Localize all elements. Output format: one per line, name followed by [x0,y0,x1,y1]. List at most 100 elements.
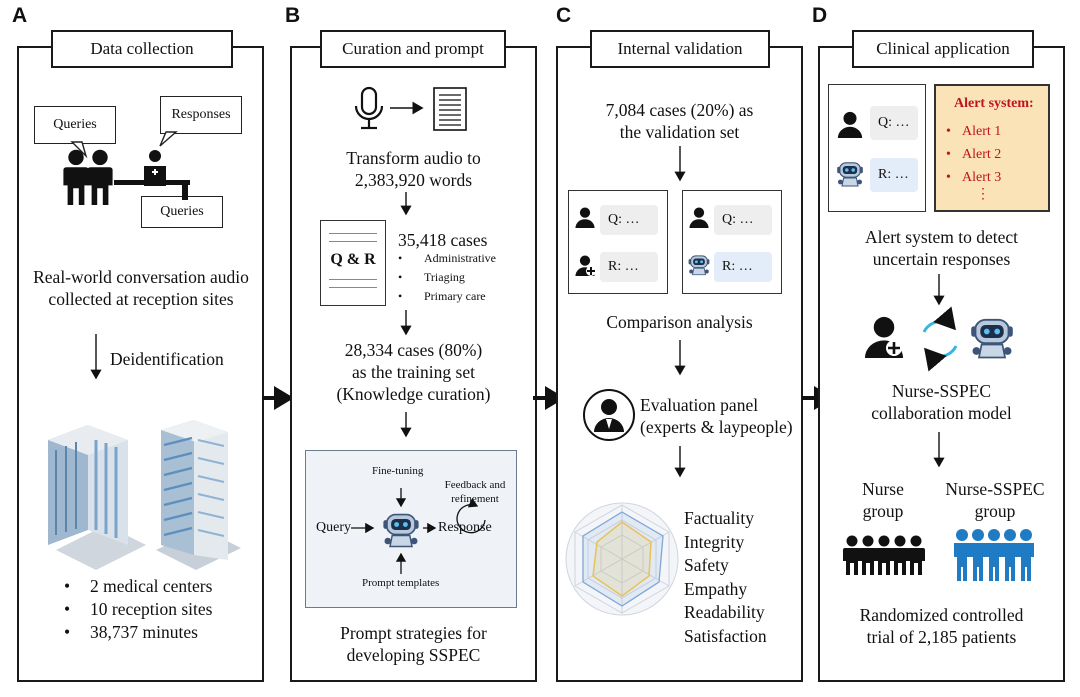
arrow-deidentification [90,334,102,380]
alert-item-2: Alert 2 [942,143,1001,166]
arrow-c1 [674,146,686,182]
case-type-triaging: Triaging [394,268,496,287]
audio-to-text-icon [354,86,467,131]
sspec-robot-icon [836,162,864,187]
sspec-group-people-icon [954,529,1034,581]
metric-integrity: Integrity [684,531,745,552]
group-nurse-2: group [862,501,904,521]
panel-label-d: D [812,4,828,27]
arrow-b1 [400,192,412,216]
clinical-response: R: … [870,158,918,192]
stat-medical-centers: 2 medical centers [60,575,212,598]
evaluation-panel-icon [583,389,635,441]
chat-card-sspec-question: Q: … [714,205,772,235]
medical-center-buildings-icon [48,420,241,570]
group-sspec-2: group [974,501,1016,521]
panel-label-a: A [12,4,28,27]
metrics-list: Factuality Integrity Safety Empathy Read… [684,507,767,648]
user-avatar-icon [689,207,709,228]
rct-line-2: trial of 2,185 patients [866,627,1017,647]
alert-list: Alert 1 Alert 2 Alert 3 [942,120,1001,189]
training-set-3: (Knowledge curation) [336,384,491,404]
caption-conversation-audio-2: collected at reception sites [48,289,234,309]
cases-total: 35,418 cases [398,230,488,250]
bubble-queries-1: Queries [34,106,116,144]
stat-reception-sites: 10 reception sites [60,598,212,621]
alert-system-box: Alert system: Alert 1 Alert 2 Alert 3 ⋮ [934,84,1050,212]
alert-system-title: Alert system: [954,96,1034,111]
evaluation-panel-1: Evaluation panel [640,395,759,415]
bubble-tail-2 [159,131,178,147]
group-sspec-1: Nurse-SSPEC [945,479,1045,499]
metric-safety: Safety [684,555,729,575]
case-type-list: Administrative Triaging Primary care [394,249,496,306]
qa-document-icon: Q & R [320,220,386,306]
patient-avatar-icon [837,111,863,138]
stats-list: 2 medical centers 10 reception sites 38,… [60,575,212,644]
panel-title-clinical-application: Clinical application [852,30,1034,68]
step-deidentification: Deidentification [110,349,224,369]
alert-detect-1: Alert system to detect [864,227,1019,247]
comparison-analysis: Comparison analysis [606,312,753,332]
metric-empathy: Empathy [684,578,748,599]
training-set-1: 28,334 cases (80%) [344,340,483,360]
transform-audio-2: 2,383,920 words [354,170,473,190]
caption-prompt-1: Prompt strategies for [340,623,487,643]
panel-title-data-collection: Data collection [51,30,233,68]
prompt-strategy-box [305,450,517,608]
evaluation-panel-2: (experts & laypeople) [640,417,793,437]
panel-label-c: C [556,4,572,27]
arrow-c3 [674,446,686,478]
radar-chart-icon [565,502,679,616]
stat-minutes: 38,737 minutes [60,621,212,644]
metric-factuality: Factuality [684,508,754,528]
chat-card-nurse-question: Q: … [600,205,658,235]
chat-card-clinical [828,84,926,212]
arrow-a-to-b [262,386,294,410]
arrow-c2 [674,340,686,376]
metric-satisfaction: Satisfaction [684,625,767,646]
panel-label-b: B [285,4,301,27]
alert-item-1: Alert 1 [942,120,1001,143]
bubble-queries-2: Queries [141,196,223,228]
collaboration-model-1: Nurse-SSPEC [891,381,992,401]
transform-audio-1: Transform audio to [346,148,481,168]
alert-detect-2: uncertain responses [872,249,1011,269]
arrow-b2 [400,310,412,336]
clinical-question: Q: … [870,106,918,140]
rct-line-1: Randomized controlled [859,605,1024,625]
caption-conversation-audio-1: Real-world conversation audio [33,267,249,287]
case-type-primary-care: Primary care [394,287,496,306]
alert-more: ⋮ [976,187,990,202]
panel-title-internal-validation: Internal validation [590,30,770,68]
prompt-flow-diagram [351,488,486,574]
label-query: Query [316,520,351,535]
nurse-avatar-icon [575,207,595,228]
label-prompt-templates: Prompt templates [362,577,440,589]
arrow-d1 [933,274,945,306]
validation-set-2: the validation set [619,122,740,142]
qa-document-label: Q & R [330,251,376,268]
nurse-responder-icon [575,255,596,276]
robot-avatar-icon [688,255,710,276]
validation-set-1: 7,084 cases (20%) as [605,100,754,120]
bubble-tail-1 [70,141,88,159]
arrow-b3 [400,412,412,438]
chat-card-sspec-response: R: … [714,252,772,282]
case-type-administrative: Administrative [394,249,496,268]
arrow-d2 [933,432,945,468]
alert-item-3: Alert 3 [942,166,1001,189]
caption-prompt-2: developing SSPEC [346,645,481,665]
chat-card-nurse-response: R: … [600,252,658,282]
nurse-sspec-collaboration-icon [864,306,1014,372]
nurse-group-people-icon [843,535,925,575]
label-fine-tuning: Fine-tuning [372,465,424,477]
metric-readability: Readability [684,602,765,622]
collaboration-model-2: collaboration model [871,403,1012,423]
label-feedback-1: Feedback and [444,479,506,491]
group-nurse-1: Nurse [862,479,904,499]
reception-scene-icon [63,149,190,205]
panel-title-curation-and-prompt: Curation and prompt [320,30,506,68]
training-set-2: as the training set [352,362,475,382]
bubble-responses: Responses [160,96,242,134]
